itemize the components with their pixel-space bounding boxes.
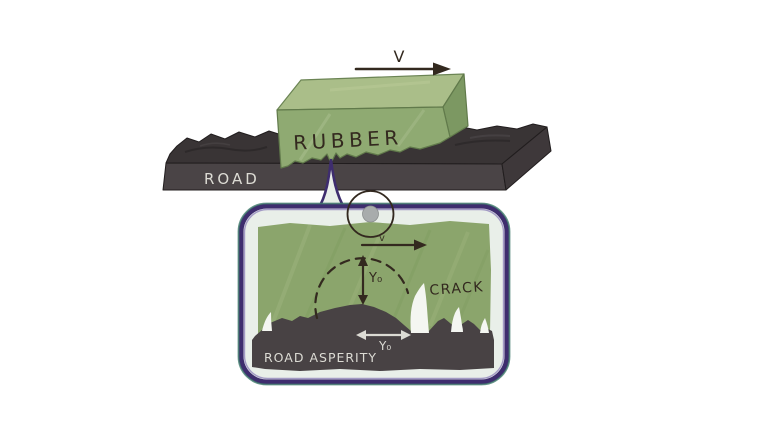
crack-shape-right: [480, 318, 489, 333]
road-asperity-label: ROAD ASPERITY: [264, 350, 377, 365]
crack-label: CRACK: [429, 279, 485, 299]
crack-shape-small: [451, 307, 463, 332]
horizontal-radius-label: Y₀: [378, 339, 391, 353]
rubber-top-face: [276, 73, 465, 111]
dissipation-zone-arc: [314, 257, 410, 320]
road-side-face: [501, 126, 552, 191]
rubber-label: RUBBER: [293, 125, 404, 155]
road-texture: [199, 142, 231, 147]
callout-bubble-teal-edge: [237, 202, 511, 386]
velocity-label: V: [394, 47, 405, 66]
callout-pointer: [316, 158, 347, 211]
crack-shape-left: [262, 312, 272, 331]
vertical-radius-label: Y₀: [368, 271, 382, 286]
rubber-block: RUBBER: [276, 73, 469, 169]
inset-velocity-label: v: [379, 233, 385, 244]
rubber-texture: [329, 80, 431, 92]
inset-velocity-arrow: [360, 239, 427, 251]
rubber-texture: [298, 113, 332, 161]
road-label: ROAD: [204, 170, 260, 188]
crack-shape-large: [410, 283, 429, 333]
rubber-front-face: [276, 106, 451, 169]
magnifier-outer-circle: [346, 190, 395, 238]
road-texture: [469, 134, 511, 139]
vertical-radius-arrow: [358, 255, 368, 305]
asperity-region: [252, 304, 494, 371]
inset-rubber-region: [258, 221, 491, 336]
magnifier-icon: [346, 190, 395, 238]
road-texture: [454, 139, 511, 146]
road-texture: [184, 146, 268, 153]
velocity-arrow-group: V: [354, 47, 451, 76]
rubber-texture: [396, 109, 426, 147]
magnifier-dot: [362, 205, 379, 223]
velocity-arrow-head: [433, 62, 451, 76]
horizontal-radius-arrow: [356, 330, 411, 340]
inset-scene: Y₀ v Y₀ CRACK ROAD ASPERITY: [252, 221, 494, 371]
